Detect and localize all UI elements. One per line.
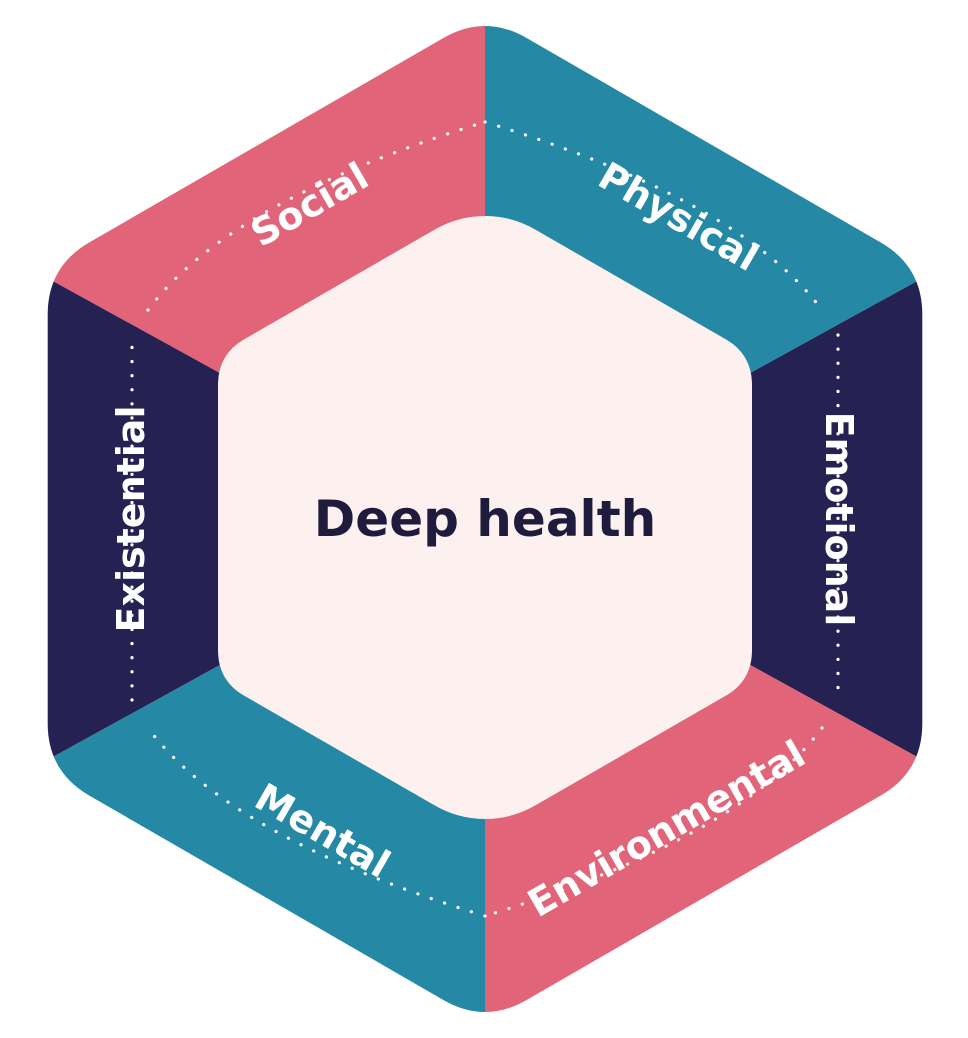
existential-label: Existential xyxy=(109,406,153,633)
ring-dots-physical xyxy=(483,120,824,312)
ring-dots-mental xyxy=(146,726,487,918)
ring-dots-social xyxy=(146,120,487,312)
ring-dots-environmental xyxy=(483,726,824,918)
emotional-label: Emotional xyxy=(817,412,861,627)
dotted-ring xyxy=(130,120,840,918)
center-hexagon xyxy=(218,216,752,819)
center-label: Deep health xyxy=(314,490,656,548)
